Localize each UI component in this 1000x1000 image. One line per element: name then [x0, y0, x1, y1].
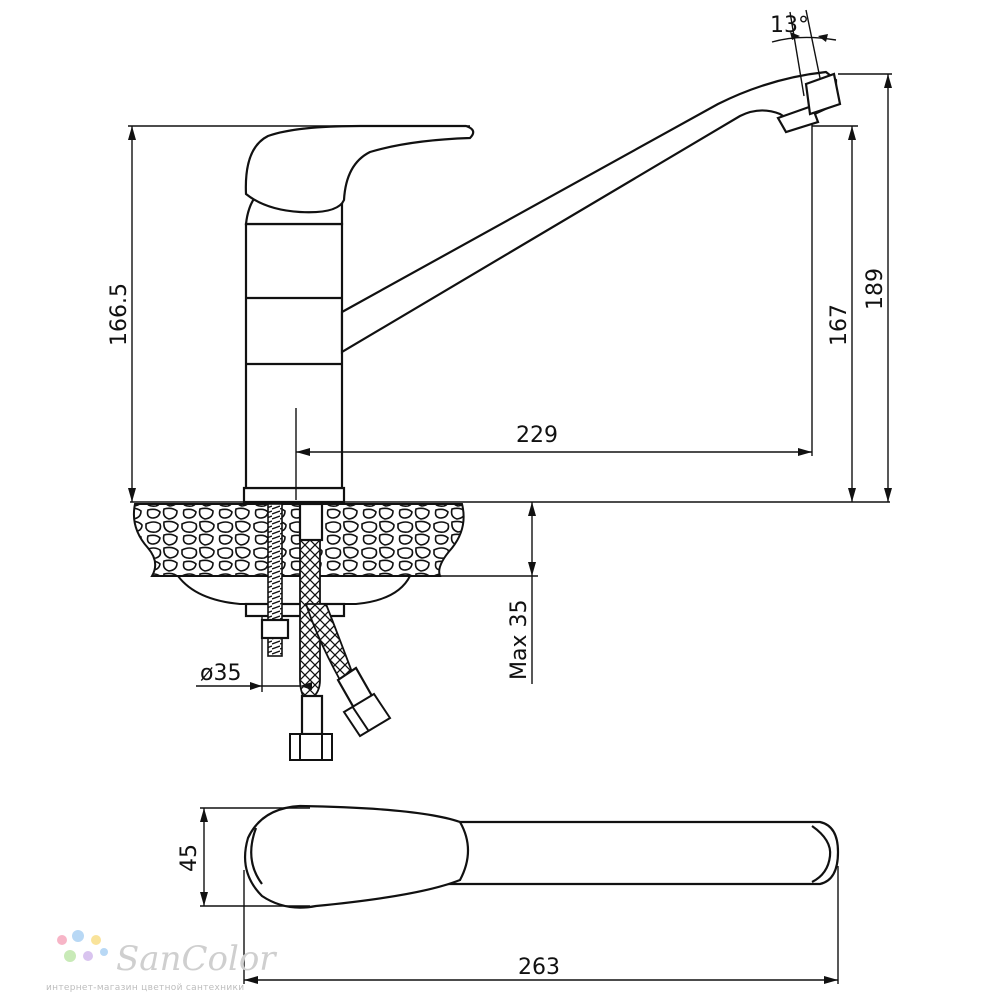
dimension-mount-hole: ø35: [196, 616, 312, 692]
dimension-reach: 229: [296, 124, 813, 456]
logo-tagline: интернет-магазин цветной сантехники: [46, 983, 244, 993]
logo-dot: [91, 935, 101, 945]
dimension-handle-height: 166.5: [107, 125, 470, 502]
spout-tip: [804, 72, 842, 116]
faucet-base: [242, 486, 346, 504]
dim-label-length: 263: [518, 955, 560, 980]
hose-right-nut: [342, 692, 392, 738]
handle-lever: [244, 124, 475, 214]
stud-nut: [260, 618, 290, 640]
dimension-total-height: 189: [838, 73, 892, 502]
dim-label-total-height: 189: [863, 268, 888, 310]
dim-label-spout-height: 167: [827, 304, 852, 346]
logo-dot: [57, 935, 67, 945]
dim-label-angle: 13°: [770, 13, 809, 38]
logo-dot: [83, 951, 93, 961]
mounting-washer: [175, 575, 412, 605]
aerator: [776, 104, 820, 134]
dimension-length: 263: [243, 866, 839, 984]
dim-label-handle-height: 166.5: [107, 283, 132, 346]
logo-dot: [72, 930, 84, 942]
hose-left-nut: [289, 733, 333, 761]
logo-dot: [100, 948, 108, 956]
logo-brand: SanColor: [116, 939, 277, 979]
threaded-stud: [267, 503, 283, 657]
top-body-outline: [250, 827, 263, 885]
dim-label-reach: 229: [516, 423, 558, 448]
dimension-max-counter: Max 35: [438, 502, 538, 684]
spout: [340, 70, 838, 354]
dimension-width: 45: [177, 807, 310, 907]
dimension-spout-height: 167: [812, 125, 858, 502]
dim-label-max-counter: Max 35: [507, 600, 532, 680]
top-spout-tip: [811, 825, 832, 883]
dim-label-width: 45: [177, 844, 202, 872]
watermark-logo: SanColor интернет-магазин цветной сантех…: [46, 930, 277, 993]
side-view: 166.5 229 167 189: [107, 9, 892, 761]
dim-label-mount-hole: ø35: [200, 661, 241, 686]
hose-left-ferrule: [298, 502, 324, 542]
top-view: 45 263: [177, 804, 840, 984]
top-handle: [244, 804, 470, 909]
hose-left-collar: [300, 694, 324, 736]
countertop-section: [132, 503, 465, 577]
dimension-angle: 13°: [770, 9, 837, 97]
top-spout: [418, 820, 840, 886]
logo-dot: [64, 950, 76, 962]
faucet-body: [244, 222, 344, 490]
